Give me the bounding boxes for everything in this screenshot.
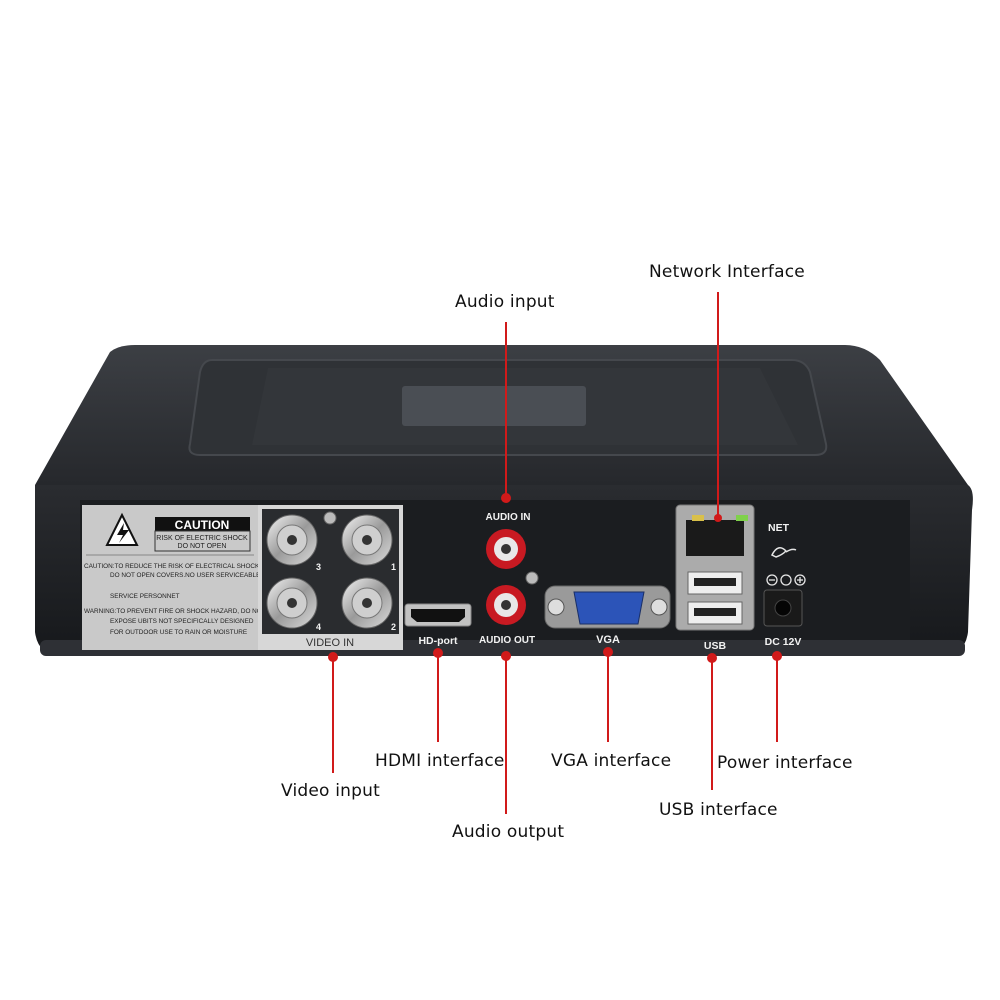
caution-text-line6: FOR OUTDOOR USE TO RAIN OR MOISTURE: [110, 629, 247, 636]
video-input-label: Video input: [281, 781, 380, 801]
dc-power-jack: [763, 589, 803, 627]
video-in-label: VIDEO IN: [306, 637, 354, 649]
callout-dot-usb: [707, 653, 717, 663]
callout-lines: [332, 292, 778, 814]
caution-text-line2: DO NOT OPEN COVERS.NO USER SERVICEABLE: [110, 572, 260, 579]
network-interface-label: Network Interface: [649, 262, 805, 282]
audio-screw: [525, 571, 539, 585]
audio-in-jack: [486, 529, 526, 569]
channel-2-label: 2: [391, 622, 396, 632]
usb-port-1-tongue: [694, 578, 736, 586]
callout-dot-network: [714, 514, 722, 522]
bnc-connector-3: [266, 514, 318, 566]
hdmi-port-opening: [411, 609, 465, 622]
caution-title: CAUTION: [175, 518, 230, 532]
caution-text-line3: SERVICE PERSONNET: [110, 593, 180, 600]
link-led: [692, 515, 704, 521]
hdmi-interface-label: HDMI interface: [375, 751, 505, 771]
dc-12v-label: DC 12V: [765, 636, 802, 648]
caution-text-line5: EXPOSE UBITS NOT SPECIFICALLY DESIGNED: [110, 618, 254, 625]
channel-4-label: 4: [316, 622, 321, 632]
activity-led: [736, 515, 748, 521]
callout-dot-audio-in: [501, 493, 511, 503]
dc-polarity-icon: [766, 574, 806, 586]
usb-port-2-tongue: [694, 608, 736, 616]
caution-text-line1: CAUTION:TO REDUCE THE RISK OF ELECTRICAL…: [84, 563, 261, 570]
audio-input-label: Audio input: [455, 292, 555, 312]
bnc-connector-4: [266, 577, 318, 629]
vga-interface-label: VGA interface: [551, 751, 672, 771]
channel-3-label: 3: [316, 562, 321, 572]
audio-out-jack: [486, 585, 526, 625]
caution-title-box: [155, 517, 250, 531]
callout-dot-hdmi: [433, 648, 443, 658]
dvr-top-window: [402, 386, 586, 426]
bnc-connector-1: [341, 514, 393, 566]
caution-risk-box: [154, 530, 251, 552]
net-label: NET: [768, 522, 790, 534]
vga-label: VGA: [596, 634, 620, 646]
caution-text-line4: WARNING:TO PREVENT FIRE OR SHOCK HAZARD,…: [84, 608, 266, 615]
channel-1-label: 1: [391, 562, 396, 572]
callout-dot-vga: [603, 647, 613, 657]
power-interface-label: Power interface: [717, 753, 853, 773]
mouse-icon: [770, 547, 797, 558]
callout-dot-video: [328, 652, 338, 662]
audio-out-label: AUDIO OUT: [479, 635, 535, 646]
lightning-bolt-icon: [117, 523, 129, 543]
callout-dots: [328, 493, 782, 663]
video-screw: [323, 511, 337, 525]
vga-port: [544, 585, 671, 629]
usb-interface-label: USB interface: [659, 800, 778, 820]
caution-risk-line1: RISK OF ELECTRIC SHOCK: [156, 535, 248, 542]
callout-dot-audio-out: [501, 651, 511, 661]
bnc-connector-2: [341, 577, 393, 629]
audio-in-label: AUDIO IN: [486, 512, 531, 523]
rj45-port: [686, 520, 744, 556]
audio-output-label: Audio output: [452, 822, 565, 842]
callout-dot-power: [772, 651, 782, 661]
usb-label: USB: [704, 640, 727, 652]
hd-port-label: HD-port: [418, 635, 458, 647]
caution-risk-line2: DO NOT OPEN: [178, 543, 227, 550]
